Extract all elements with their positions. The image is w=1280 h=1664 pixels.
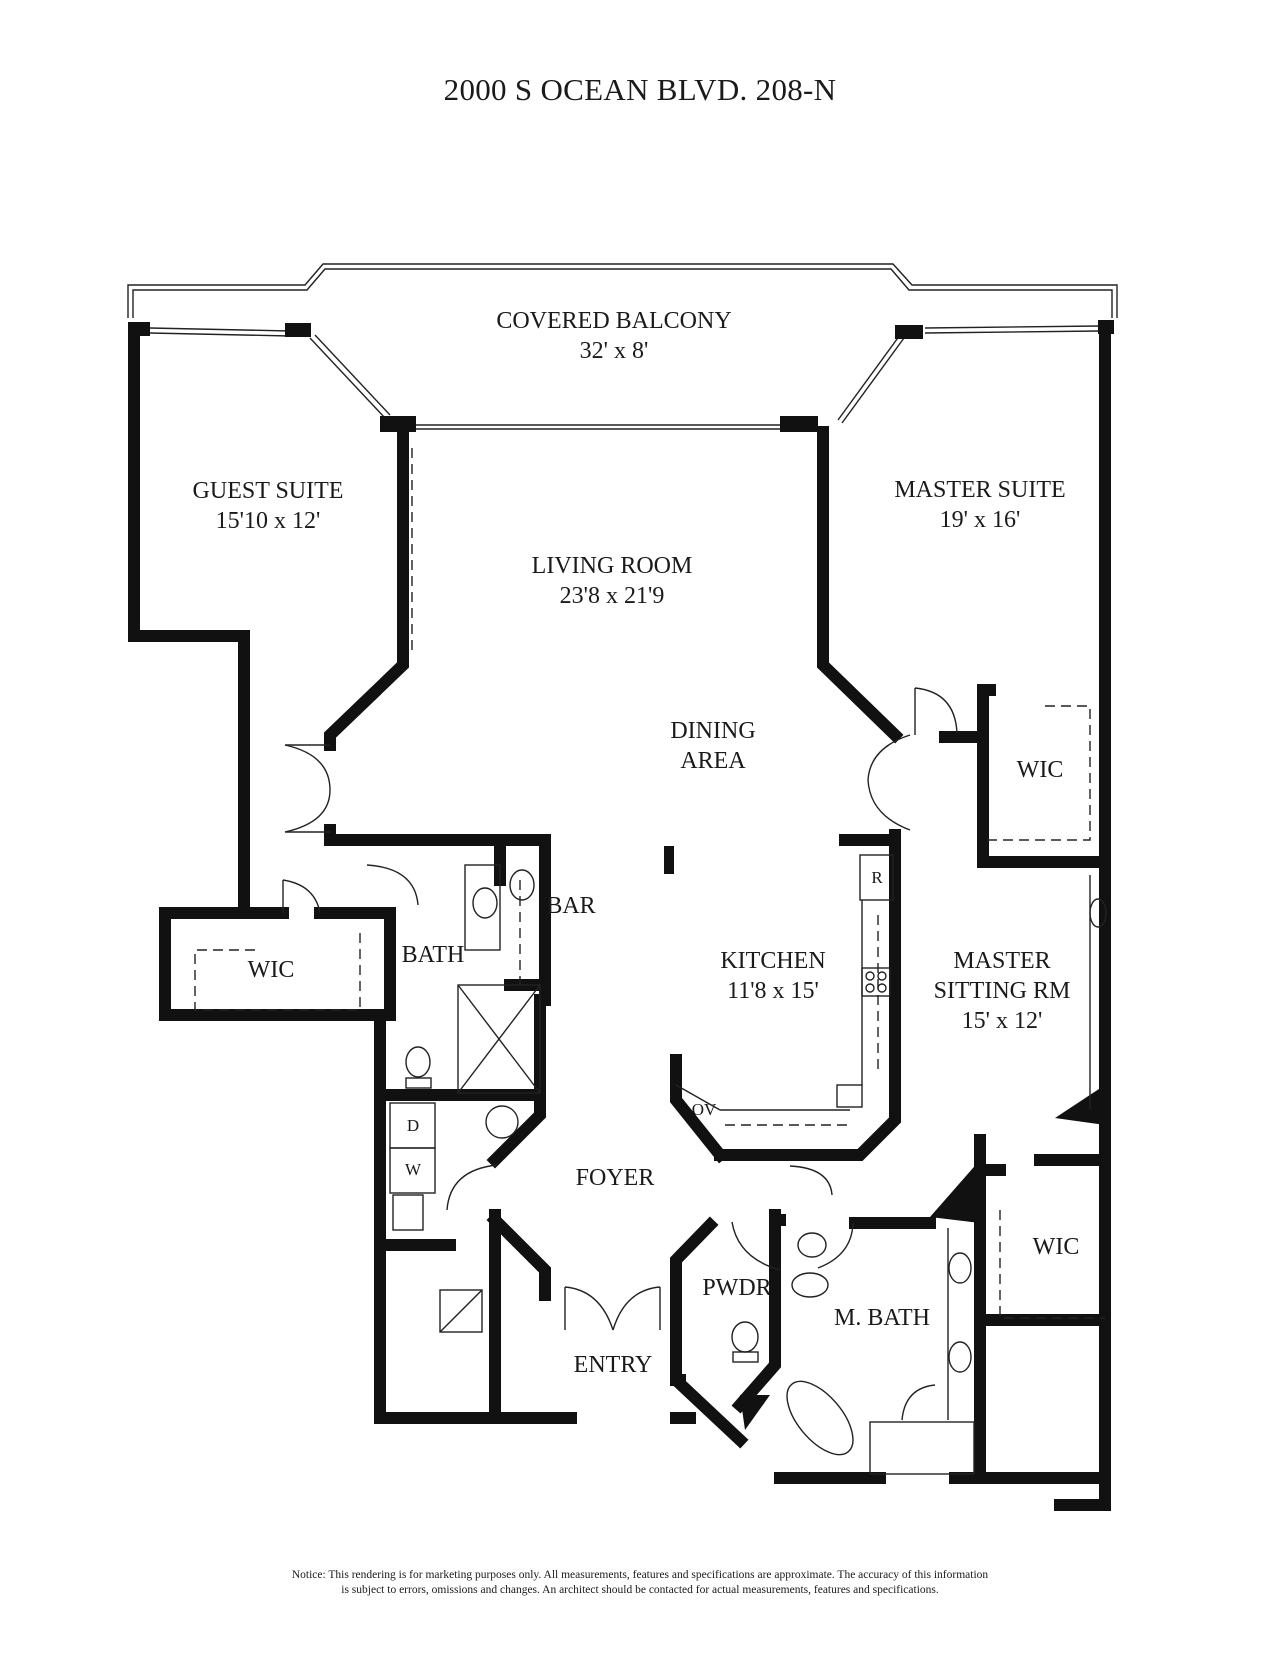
exterior-walls — [128, 322, 1111, 1511]
room-size: 19' x 16' — [939, 507, 1021, 533]
room-covered-balcony: COVERED BALCONY 32' x 8' — [496, 306, 731, 366]
room-name: MASTER SUITE — [894, 477, 1066, 503]
room-name: BATH — [401, 942, 465, 968]
room-name: FOYER — [575, 1165, 655, 1191]
room-name: WIC — [1016, 757, 1064, 783]
room-name: M. BATH — [833, 1305, 931, 1331]
room-master-suite: MASTER SUITE 19' x 16' — [894, 475, 1065, 535]
balcony-railing — [127, 263, 1118, 318]
room-dining-area: DINING AREA — [670, 716, 755, 776]
fixture-washer: W — [404, 1160, 422, 1179]
room-name: LIVING ROOM — [531, 553, 693, 579]
room-size: 15'10 x 12' — [215, 508, 321, 534]
room-name: KITCHEN — [720, 948, 826, 974]
room-name: COVERED BALCONY — [496, 308, 732, 334]
room-living-room: LIVING ROOM 23'8 x 21'9 — [532, 551, 693, 611]
room-bar: BAR — [546, 891, 595, 921]
room-name-line1: MASTER — [953, 948, 1051, 974]
fixture-dryer: D — [406, 1116, 420, 1135]
page-title: 2000 S OCEAN BLVD. 208-N — [443, 72, 837, 107]
structural-fill — [740, 1085, 1105, 1430]
room-name-line2: AREA — [680, 748, 746, 774]
room-kitchen: KITCHEN 11'8 x 15' — [720, 946, 825, 1006]
room-name: WIC — [1032, 1234, 1080, 1260]
room-size: 32' x 8' — [579, 338, 649, 364]
room-wic-master-lower: WIC — [1033, 1232, 1080, 1262]
room-entry: ENTRY — [574, 1350, 653, 1380]
room-name: PWDR — [702, 1275, 772, 1301]
fixture-oven: OV — [691, 1100, 717, 1119]
room-wic-guest: WIC — [248, 955, 295, 985]
room-name: BAR — [546, 893, 596, 919]
sliding-glass-doors — [149, 325, 1101, 430]
room-name: GUEST SUITE — [192, 478, 344, 504]
room-size: 11'8 x 15' — [727, 978, 819, 1004]
door-swings — [282, 687, 958, 1421]
notice-line-1: Notice: This rendering is for marketing … — [291, 1569, 989, 1581]
room-master-bath: M. BATH — [834, 1303, 930, 1333]
room-guest-suite: GUEST SUITE 15'10 x 12' — [193, 476, 344, 536]
notice-line-2: is subject to errors, omissions and chan… — [341, 1584, 939, 1596]
fixture-refrigerator: R — [871, 868, 883, 887]
room-size: 15' x 12' — [961, 1008, 1043, 1034]
room-name-line1: DINING — [670, 718, 756, 744]
disclaimer-notice: Notice: This rendering is for marketing … — [0, 1568, 1280, 1598]
room-bath: BATH — [402, 940, 465, 970]
fixtures — [389, 854, 1107, 1475]
room-name: ENTRY — [573, 1352, 653, 1378]
closet-shelving — [194, 448, 1105, 1319]
room-wic-master-upper: WIC — [1017, 755, 1064, 785]
room-foyer: FOYER — [576, 1163, 655, 1193]
room-name: WIC — [247, 957, 295, 983]
room-size: 23'8 x 21'9 — [559, 583, 665, 609]
room-name-line2: SITTING RM — [933, 978, 1071, 1004]
room-pwdr: PWDR — [702, 1273, 771, 1303]
room-master-sitting: MASTER SITTING RM 15' x 12' — [934, 946, 1071, 1036]
